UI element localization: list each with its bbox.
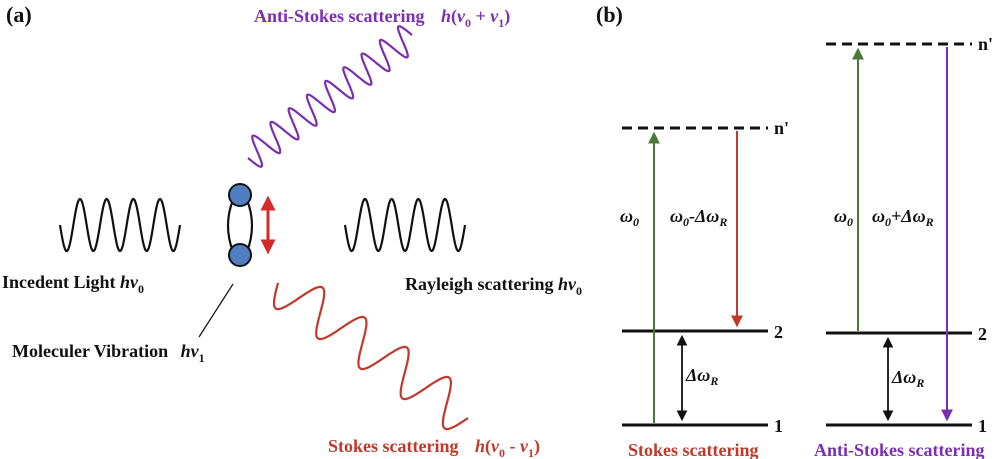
- stokes-label: Stokes scattering h(v0 - v1): [328, 436, 540, 459]
- stokes-energy-diagram: n' 2 1 ω0 ω0-ΔωR ΔωR Stokes scattering: [620, 118, 789, 459]
- panel-a-label: (a): [6, 2, 32, 27]
- level-2-label: 2: [978, 324, 987, 344]
- delta-label: ΔωR: [685, 365, 718, 388]
- delta-label: ΔωR: [891, 367, 924, 390]
- level-n-label: n': [978, 34, 993, 54]
- panel-b-label: (b): [596, 2, 623, 27]
- omega0-label: ω0: [620, 206, 639, 229]
- incident-light-label: Incedent Light hv0: [2, 272, 144, 296]
- stokes-wave: [272, 282, 469, 431]
- incident-light-wave: [58, 197, 182, 253]
- stokes-caption: Stokes scattering: [628, 440, 758, 459]
- molecule-pointer-line: [198, 283, 234, 338]
- molecule-icon: [226, 183, 254, 267]
- anti-stokes-caption: Anti-Stokes scattering: [814, 440, 984, 459]
- rayleigh-label: Rayleigh scattering hv0: [405, 274, 582, 298]
- anti-stokes-wave: [247, 25, 413, 168]
- omega-shift-label: ω0-ΔωR: [670, 206, 727, 229]
- level-2-label: 2: [774, 322, 783, 342]
- omega-shift-label: ω0+ΔωR: [872, 206, 934, 229]
- level-1-label: 1: [774, 416, 783, 436]
- level-n-label: n': [774, 118, 789, 138]
- anti-stokes-label: Anti-Stokes scattering h(v0 + v1): [254, 6, 510, 30]
- anti-stokes-energy-diagram: n' 2 1 ω0 ω0+ΔωR ΔωR Anti-Stokes scatter…: [814, 34, 993, 459]
- rayleigh-wave: [343, 197, 467, 253]
- level-1-label: 1: [978, 416, 987, 436]
- omega0-label: ω0: [834, 206, 853, 229]
- molecular-vibration-label: Moleculer Vibration hv1: [12, 341, 205, 365]
